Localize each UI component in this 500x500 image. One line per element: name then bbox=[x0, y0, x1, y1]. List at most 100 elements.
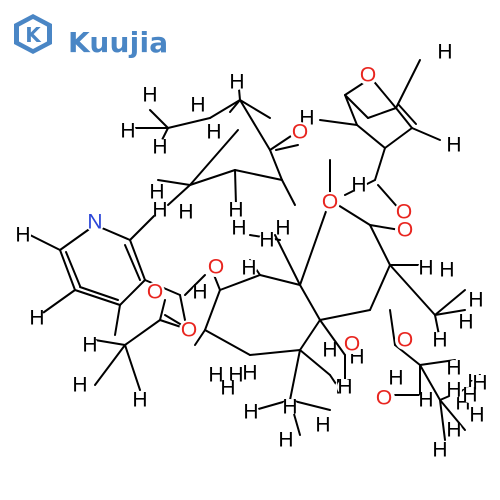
atom-label-background bbox=[228, 367, 244, 383]
hydrogen-atom-label: H bbox=[243, 401, 258, 424]
atom-label-background bbox=[282, 399, 298, 415]
hydrogen-atom-label: H bbox=[322, 339, 337, 362]
hydrogen-atom-label: H bbox=[351, 174, 366, 197]
bond-line bbox=[344, 94, 369, 119]
bond-line bbox=[74, 289, 121, 306]
bond-line bbox=[194, 329, 206, 346]
hydrogen-atom-label: H bbox=[282, 396, 297, 419]
bond-line bbox=[367, 107, 397, 119]
bond-line bbox=[189, 169, 236, 186]
bond-line bbox=[239, 99, 271, 119]
atom-label-background bbox=[228, 202, 244, 218]
atom-label-background bbox=[468, 292, 484, 308]
atom-label-background bbox=[82, 337, 98, 353]
bond-line bbox=[299, 319, 321, 351]
atom-label-background bbox=[132, 392, 148, 408]
hydrogen-atom-label: H bbox=[149, 181, 164, 204]
bond-line bbox=[259, 274, 301, 286]
bond-line bbox=[374, 147, 386, 181]
bond-line bbox=[269, 149, 283, 181]
atom-label-background bbox=[220, 380, 236, 396]
bond-line bbox=[281, 179, 296, 206]
atom-label-background bbox=[299, 110, 315, 126]
atom-label-background bbox=[275, 220, 291, 236]
bond-line bbox=[79, 286, 119, 301]
bond-line bbox=[389, 264, 436, 316]
bond-line bbox=[319, 309, 371, 321]
atom-label-background bbox=[394, 202, 414, 222]
bond-line bbox=[179, 294, 186, 321]
bond-line bbox=[299, 199, 331, 286]
bond-line bbox=[219, 274, 261, 291]
hydrogen-atom-label: H bbox=[315, 414, 330, 437]
bond-line bbox=[239, 99, 271, 151]
atom-label-background bbox=[432, 442, 448, 458]
hexagon-logo-icon: K bbox=[14, 14, 52, 54]
atom-label-background bbox=[142, 87, 158, 103]
bond-line bbox=[249, 349, 301, 356]
atom-label-background bbox=[469, 407, 485, 423]
atom-label-background bbox=[418, 260, 434, 276]
bond-line bbox=[439, 399, 466, 431]
bond-line bbox=[389, 309, 396, 346]
bond-line bbox=[369, 224, 391, 266]
bond-line bbox=[124, 319, 161, 346]
hydrogen-atom-label: H bbox=[206, 121, 221, 144]
atom-label-background bbox=[290, 122, 310, 142]
atom-label-background bbox=[206, 257, 226, 277]
bond-line bbox=[369, 264, 391, 311]
oxygen-atom-label: O bbox=[181, 319, 197, 342]
hydrogen-atom-label: H bbox=[29, 307, 44, 330]
atom-label-background bbox=[278, 432, 294, 448]
bond-line bbox=[129, 239, 146, 281]
bond-line bbox=[94, 344, 126, 386]
hydrogen-atom-label: H bbox=[418, 257, 433, 280]
bond-line bbox=[94, 339, 126, 346]
hydrogen-atom-label: H bbox=[178, 201, 193, 224]
hydrogen-atom-label: H bbox=[446, 419, 461, 442]
atom-label-background bbox=[29, 310, 45, 326]
oxygen-atom-label: O bbox=[208, 256, 224, 279]
oxygen-atom-label: O bbox=[292, 121, 308, 144]
atom-label-background bbox=[351, 177, 367, 193]
bond-line bbox=[124, 244, 141, 281]
bond-line bbox=[184, 274, 206, 296]
bond-line bbox=[167, 117, 211, 129]
atom-label-background bbox=[446, 422, 462, 438]
atom-label-background bbox=[229, 74, 245, 90]
atom-label-background bbox=[320, 192, 340, 212]
bond-line bbox=[369, 224, 401, 231]
atom-label-background bbox=[388, 370, 404, 386]
oxygen-atom-label: O bbox=[376, 387, 392, 410]
oxygen-atom-label: O bbox=[322, 191, 338, 214]
atom-label-background bbox=[145, 282, 165, 302]
bond-line bbox=[356, 124, 386, 149]
atom-label-background bbox=[437, 44, 453, 60]
bond-line bbox=[411, 127, 441, 141]
hydrogen-atom-label: H bbox=[152, 199, 167, 222]
atom-labels: OHHHHHHHHHOHOOHHHHNHHHHOOHHHHHHOHHHOOHHH… bbox=[15, 41, 488, 462]
bond-line bbox=[209, 99, 241, 119]
atom-label-background bbox=[315, 417, 331, 433]
kuujia-logo: K Kuujia bbox=[10, 12, 170, 59]
hydrogen-atom-label: H bbox=[432, 329, 447, 352]
hydrogen-atom-label: H bbox=[190, 94, 205, 117]
atom-label-background bbox=[446, 382, 462, 398]
bond-line bbox=[419, 359, 456, 366]
hydrogen-atom-label: H bbox=[337, 376, 352, 399]
hydrogen-atom-label: H bbox=[192, 281, 207, 304]
atom-label-background bbox=[178, 204, 194, 220]
hydrogen-atom-label: H bbox=[120, 120, 135, 143]
atom-label-background bbox=[342, 334, 362, 354]
hydrogen-atom-label: H bbox=[72, 374, 87, 397]
bond-line bbox=[204, 329, 251, 356]
bond-line bbox=[394, 344, 421, 366]
atom-label-background bbox=[208, 367, 224, 383]
bond-line bbox=[289, 399, 331, 411]
atom-label-background bbox=[241, 260, 257, 276]
hydrogen-atom-label: H bbox=[446, 357, 461, 380]
hydrogen-atom-label: H bbox=[446, 134, 461, 157]
brand-name: Kuujia bbox=[68, 26, 169, 59]
hydrogen-atom-label: H bbox=[208, 364, 223, 387]
